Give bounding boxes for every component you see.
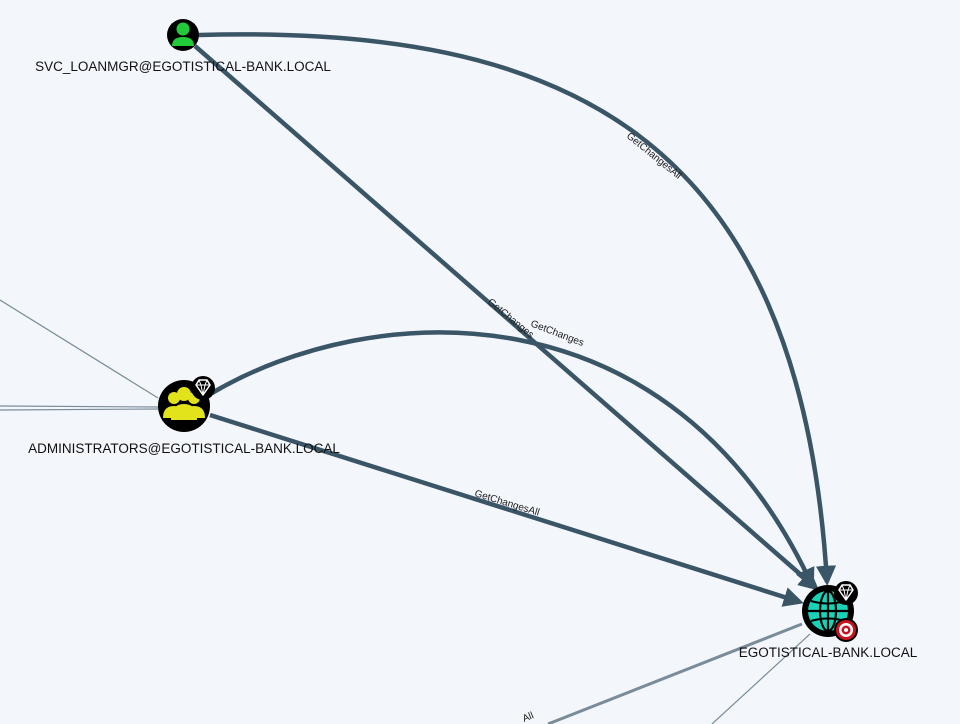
faint-edge[interactable] [0, 299, 159, 399]
group-icon [163, 387, 205, 420]
node-administrators[interactable]: ADMINISTRATORS@EGOTISTICAL-BANK.LOCAL [28, 376, 340, 456]
faint-edge[interactable] [0, 408, 159, 411]
edge-admin-getchanges[interactable] [210, 330, 815, 589]
node-domain[interactable]: EGOTISTICAL-BANK.LOCAL [739, 581, 918, 660]
target-icon [834, 618, 858, 642]
edge-admin-getchangesall[interactable] [209, 412, 804, 607]
faint-edge[interactable] [547, 622, 803, 724]
faint-edge[interactable] [0, 405, 159, 408]
node-svc-loanmgr[interactable]: SVC_LOANMGR@EGOTISTICAL-BANK.LOCAL [35, 19, 331, 74]
edge-label-partial-bottom[interactable]: All [521, 710, 535, 724]
user-icon [172, 22, 194, 46]
edges [193, 32, 837, 607]
edge-labels: GetChangesAll GetChanges GetChanges GetC… [473, 131, 683, 724]
edge-svc-getchangesall[interactable] [198, 32, 837, 587]
node-label-domain: EGOTISTICAL-BANK.LOCAL [739, 645, 918, 660]
edge-label-svc-getchangesall[interactable]: GetChangesAll [624, 131, 683, 182]
node-label-svc-loanmgr: SVC_LOANMGR@EGOTISTICAL-BANK.LOCAL [35, 59, 331, 74]
node-label-administrators: ADMINISTRATORS@EGOTISTICAL-BANK.LOCAL [28, 441, 340, 456]
edge-svc-getchanges[interactable] [193, 44, 820, 591]
gem-icon [834, 581, 858, 605]
gem-icon [191, 376, 215, 400]
faint-edges [0, 299, 811, 724]
faint-edge[interactable] [711, 633, 811, 724]
